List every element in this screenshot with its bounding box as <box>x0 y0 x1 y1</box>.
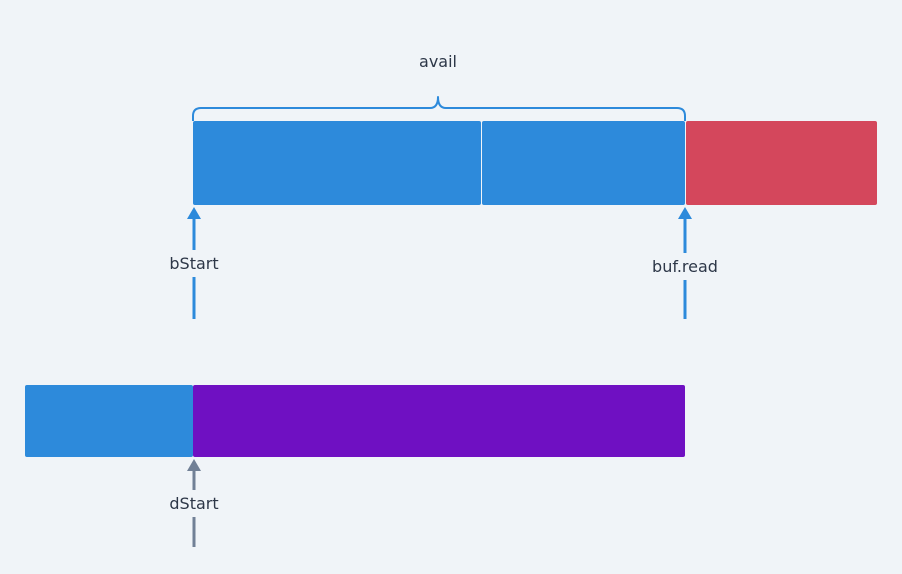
bottom-block-1 <box>25 385 193 457</box>
bstart-label: bStart <box>169 254 218 273</box>
top-block-2 <box>482 121 685 205</box>
avail-label: avail <box>419 52 457 71</box>
dstart-arrow <box>187 459 201 547</box>
buf-read-label: buf.read <box>652 257 718 276</box>
top-block-1 <box>193 121 481 205</box>
top-block-3 <box>686 121 877 205</box>
bottom-block-2 <box>193 385 685 457</box>
avail-brace <box>192 96 686 121</box>
dstart-label: dStart <box>169 494 218 513</box>
buf-read-arrow <box>678 207 692 319</box>
bstart-arrow <box>187 207 201 319</box>
